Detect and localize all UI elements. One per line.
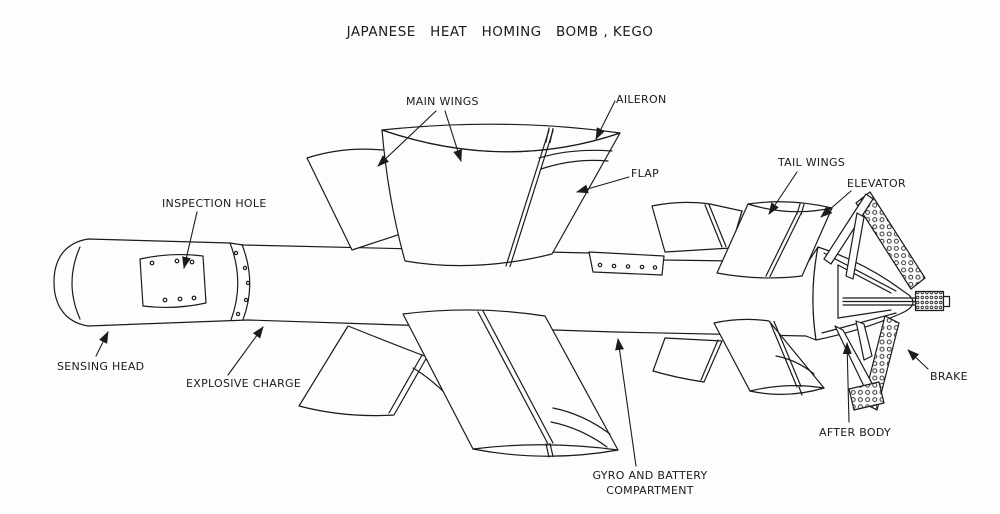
wing-tip-section	[381, 123, 621, 153]
main-wings-lower	[298, 309, 619, 458]
arrow-inspection-hole	[182, 211, 198, 269]
flap-line	[540, 159, 609, 170]
label-explosive-charge: EXPLOSIVE CHARGE	[186, 377, 302, 390]
arrow-main-wings-left	[377, 110, 437, 167]
tail-wings-upper	[651, 201, 833, 279]
tail-end-block	[914, 290, 951, 312]
arrow-explosive-charge	[227, 326, 264, 376]
brake-pad-bottom	[848, 381, 885, 411]
label-elevator: ELEVATOR	[847, 177, 906, 190]
main-wings-upper	[306, 123, 621, 268]
aileron-hinge	[505, 129, 550, 267]
wing-tip-section	[749, 385, 825, 395]
label-tail-wings: TAIL WINGS	[778, 156, 846, 169]
arrow-main-wings-right	[444, 110, 462, 162]
tail-wings-lower	[652, 318, 825, 396]
label-main-wings: MAIN WINGS	[406, 95, 479, 108]
label-sensing-head: SENSING HEAD	[57, 360, 145, 373]
callout-arrows	[95, 100, 929, 467]
label-gyro-and-battery-compartment: GYRO AND BATTERY COMPARTMENT	[592, 469, 708, 497]
label-aileron: AILERON	[616, 93, 667, 106]
label-brake: BRAKE	[930, 370, 968, 383]
arrow-aileron	[595, 100, 616, 140]
wing-tip-section	[472, 444, 619, 457]
inspection-hole-panel	[139, 253, 207, 309]
elevator-hinge	[765, 212, 798, 277]
arrow-flap	[576, 176, 630, 194]
label-inspection-hole: INSPECTION HOLE	[162, 197, 267, 210]
arrow-after-body	[842, 342, 852, 423]
arrow-gyro-compartment	[615, 338, 637, 467]
joint-band	[229, 242, 251, 321]
arrow-sensing-head	[95, 331, 109, 357]
diagram-title: JAPANESE HEAT HOMING BOMB , KEGO	[346, 24, 654, 40]
aileron-line	[538, 149, 613, 159]
label-flap: FLAP	[631, 167, 660, 180]
arrow-elevator	[820, 190, 852, 218]
nose-dome-edge	[71, 246, 81, 320]
label-after-body: AFTER BODY	[819, 426, 892, 439]
arrow-brake	[907, 349, 929, 370]
body-rivet-strip	[588, 251, 665, 276]
after-body-cone	[812, 246, 951, 341]
arrow-tail-wings	[768, 171, 798, 215]
tail-rod	[842, 297, 917, 306]
